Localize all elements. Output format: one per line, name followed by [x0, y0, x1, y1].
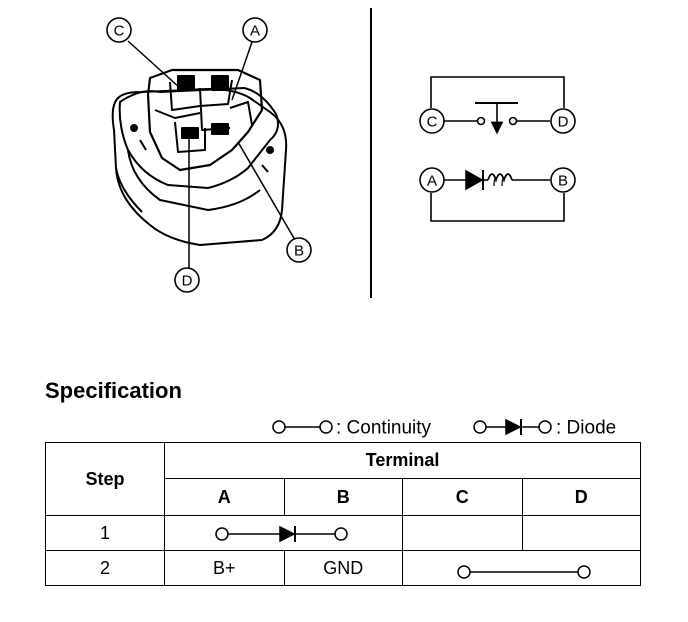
- svg-text:B: B: [294, 243, 304, 260]
- step-header: Step: [45, 442, 165, 516]
- continuity-symbol: [272, 420, 333, 434]
- svg-text:D: D: [182, 273, 193, 290]
- continuity-symbol: [457, 564, 591, 579]
- table-row: 2 B+ GND: [45, 550, 641, 586]
- diode-symbol: [473, 418, 552, 436]
- column-header-d: D: [521, 478, 641, 516]
- step-cell: 2: [45, 550, 165, 586]
- relay-figure: C A B D C D: [106, 8, 576, 298]
- relay-schematic: [430, 76, 565, 222]
- diode-symbol: [215, 525, 348, 542]
- schematic-terminal-a: A: [419, 167, 445, 193]
- cell-b: GND: [283, 550, 403, 586]
- svg-text:C: C: [114, 23, 125, 40]
- cell-c: [402, 515, 523, 551]
- column-header-c: C: [402, 478, 523, 516]
- schematic-terminal-d: D: [550, 108, 576, 134]
- table-row: 1: [45, 515, 641, 551]
- step-cell: 1: [45, 515, 165, 551]
- column-header-b: B: [283, 478, 403, 516]
- callout-c: C: [106, 17, 132, 43]
- cell-a: B+: [164, 550, 285, 586]
- callout-b: B: [286, 237, 312, 263]
- diode-label: : Diode: [556, 418, 616, 439]
- diode-link-a-b: [164, 515, 403, 551]
- column-header-a: A: [164, 478, 285, 516]
- continuity-link-c-d: [402, 550, 641, 586]
- specification-table: Step Terminal A B C D 1 2 B+: [45, 442, 641, 586]
- specification-title: Specification: [45, 378, 182, 403]
- continuity-label: : Continuity: [336, 418, 432, 439]
- legend: : Continuity : Diode: [272, 418, 616, 439]
- schematic-terminal-b: B: [550, 167, 576, 193]
- callout-a: A: [242, 17, 268, 43]
- svg-text:A: A: [250, 23, 260, 40]
- leader-lines: [127, 40, 296, 268]
- terminal-header: Terminal: [164, 442, 641, 479]
- schematic-terminal-c: C: [419, 108, 445, 134]
- callout-d: D: [174, 267, 200, 293]
- svg-text:D: D: [558, 114, 569, 131]
- svg-text:A: A: [427, 173, 437, 190]
- svg-text:C: C: [427, 114, 438, 131]
- connector-drawing: [111, 68, 288, 246]
- svg-text:B: B: [558, 173, 568, 190]
- cell-d: [521, 515, 641, 551]
